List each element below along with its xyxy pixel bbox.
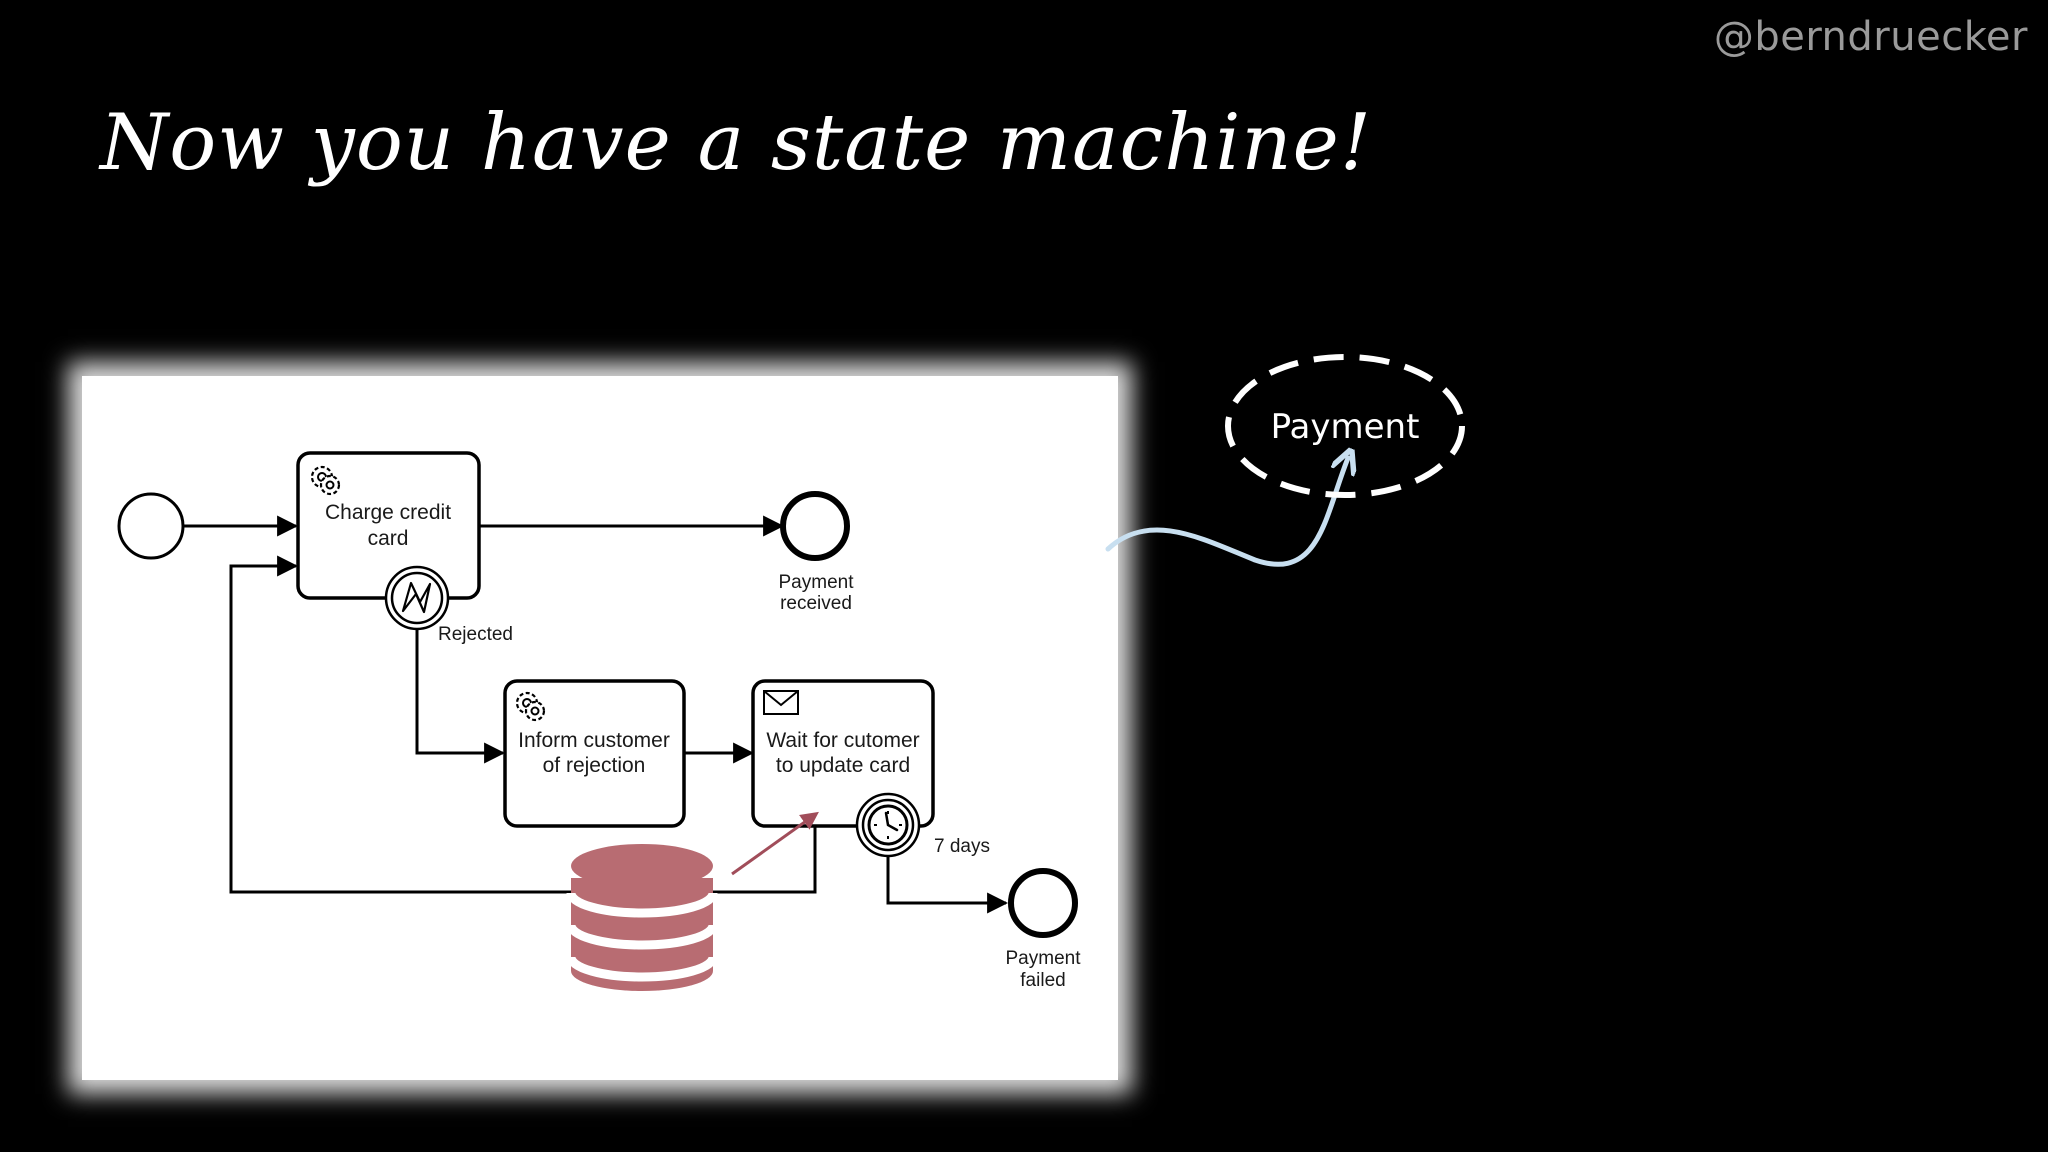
gear-icon [515, 691, 546, 722]
task-wait-label-2: to update card [776, 754, 910, 777]
payment-failed-label-2: failed [1020, 970, 1065, 991]
error-boundary-event[interactable] [384, 565, 450, 631]
state-curve-arrow [1105, 458, 1348, 567]
envelope-icon [763, 690, 799, 715]
rejected-label: Rejected [438, 624, 513, 645]
persistence-arrow [731, 811, 819, 876]
flow-rejected-to-inform [415, 628, 506, 764]
task-charge-credit-card[interactable]: Charge credit card [296, 451, 481, 600]
gear-icon [310, 465, 341, 496]
payment-received-label-1: Payment [779, 572, 855, 593]
payment-received-label-2: received [780, 593, 852, 614]
task-wait-for-customer[interactable]: Wait for cutomer to update card [751, 679, 935, 828]
task-inform-label-1: Inform customer [518, 729, 670, 752]
task-wait-label-1: Wait for cutomer [766, 729, 919, 752]
payment-state-entity[interactable]: Payment [1225, 354, 1465, 498]
task-inform-label-2: of rejection [543, 754, 646, 777]
task-inform-customer[interactable]: Inform customer of rejection [503, 679, 686, 828]
seven-days-label: 7 days [934, 836, 990, 857]
author-handle: @berndruecker [1713, 14, 2028, 60]
clock-icon [867, 804, 909, 846]
flow-wait-loop-back [229, 555, 817, 894]
flow-timer-to-failed [886, 853, 1009, 914]
payment-entity-label: Payment [1271, 407, 1420, 447]
database-icon [566, 844, 718, 991]
end-event-payment-failed[interactable] [1008, 868, 1078, 938]
task-charge-label-2: card [368, 527, 409, 550]
timer-boundary-event[interactable] [855, 792, 921, 858]
start-event[interactable] [117, 492, 185, 560]
lightning-icon [401, 581, 432, 614]
payment-failed-label-1: Payment [1006, 948, 1082, 969]
slide-title: Now you have a state machine! [100, 98, 1373, 188]
end-event-payment-received[interactable] [780, 491, 850, 561]
sequence-flows [184, 515, 1009, 914]
task-charge-label-1: Charge credit [325, 501, 451, 524]
